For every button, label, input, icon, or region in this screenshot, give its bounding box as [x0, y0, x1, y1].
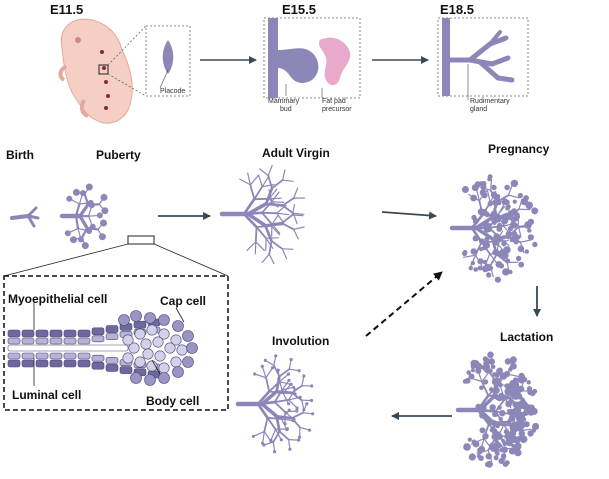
label-placode: Placode: [160, 88, 186, 95]
label-birth: Birth: [6, 148, 34, 162]
label-involution: Involution: [272, 334, 330, 348]
label-rudimentary-line1: Rudimentary: [470, 98, 510, 105]
label-puberty: Puberty: [96, 148, 141, 162]
adult-virgin-gland: [219, 165, 305, 265]
e18-5-panel: [437, 17, 529, 100]
label-e18-5: E18.5: [440, 2, 474, 17]
puberty-gland: [59, 183, 109, 250]
label-luminal-cell: Luminal cell: [12, 388, 82, 402]
label-mammary-bud-line2: bud: [280, 106, 292, 113]
involution-gland: [235, 354, 315, 454]
pregnancy-gland: [449, 174, 539, 283]
arrow-involution-to-pregnancy: [365, 271, 443, 337]
label-rudimentary-line2: gland: [470, 106, 488, 113]
e15-5-panel: [263, 17, 361, 99]
lactation-gland: [455, 351, 540, 468]
label-fat-pad-line1: Fat pad: [322, 98, 346, 105]
label-myoepithelial-cell: Myoepithelial cell: [8, 292, 108, 306]
label-cap-cell: Cap cell: [160, 294, 207, 308]
arrow-adult-to-pregnancy: [381, 211, 437, 220]
birth-gland: [10, 206, 40, 228]
label-lactation: Lactation: [500, 330, 554, 344]
label-mammary-bud-line1: Mammary: [268, 98, 300, 105]
label-e11-5: E11.5: [50, 2, 84, 17]
label-e15-5: E15.5: [282, 2, 316, 17]
terminal-end-bud-inset: [3, 275, 229, 411]
teb-highlight-box: [127, 235, 155, 245]
embryo-illustration: [58, 18, 147, 124]
placode-panel: [145, 25, 191, 97]
label-fat-pad-line2: precursor: [322, 106, 352, 113]
label-body-cell: Body cell: [146, 394, 200, 408]
label-adult-virgin: Adult Virgin: [262, 146, 330, 160]
label-pregnancy: Pregnancy: [488, 142, 550, 156]
